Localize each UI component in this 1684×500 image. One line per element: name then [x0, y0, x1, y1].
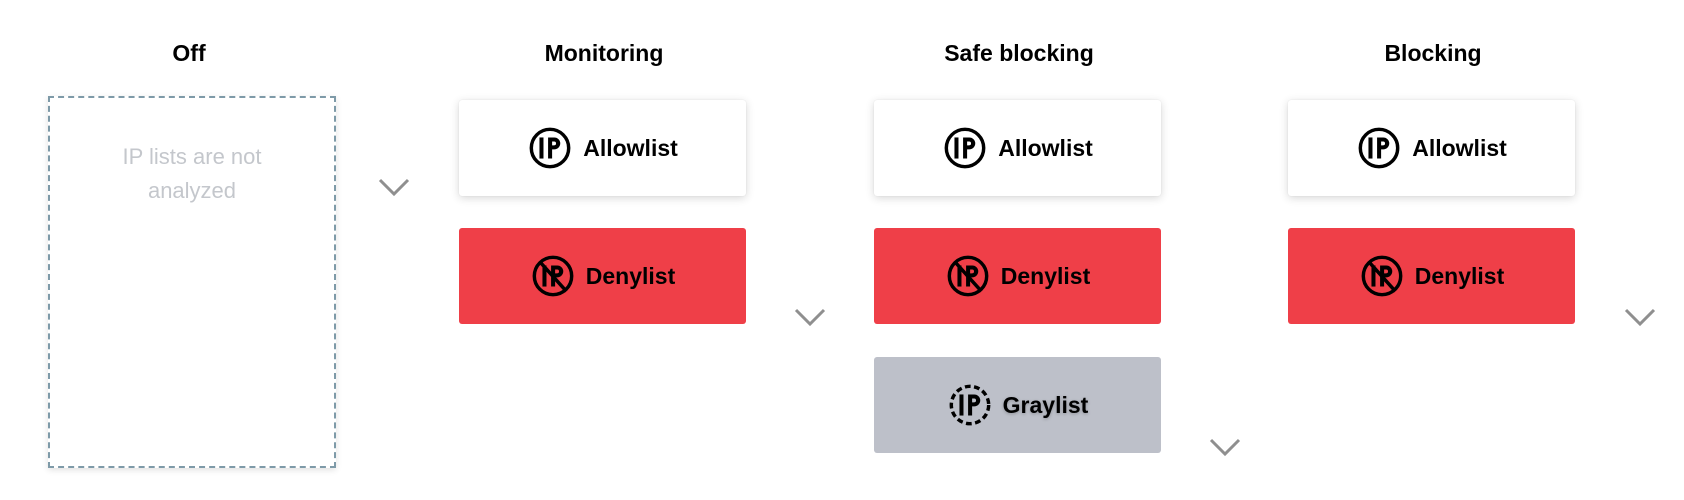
denylist-label: Denylist — [1414, 262, 1505, 289]
allowlist-label: Allowlist — [583, 134, 678, 161]
blocking-denylist-box: Denylist — [1288, 228, 1575, 324]
denylist-label: Denylist — [585, 262, 676, 289]
ip-crossed-circle-icon — [947, 255, 989, 297]
off-arrow — [378, 94, 410, 197]
ip-dashed-circle-icon — [949, 384, 991, 426]
ip-circle-icon — [944, 127, 986, 169]
column-heading-safe-blocking: Safe blocking — [944, 40, 1094, 66]
safe-blocking-graylist-box: Graylist — [874, 357, 1161, 453]
monitoring-allowlist-box: Allowlist — [459, 100, 746, 196]
blocking-allowlist-box: Allowlist — [1288, 100, 1575, 196]
blocking-arrow — [1624, 94, 1656, 327]
ip-crossed-circle-icon — [532, 255, 574, 297]
off-note: IP lists are not analyzed — [122, 144, 262, 203]
ip-circle-icon — [529, 127, 571, 169]
graylist-label: Graylist — [1002, 391, 1089, 418]
ip-circle-icon — [1358, 127, 1400, 169]
ip-crossed-circle-icon — [1361, 255, 1403, 297]
column-heading-monitoring: Monitoring — [544, 40, 664, 66]
column-heading-off: Off — [172, 40, 206, 66]
column-heading-blocking: Blocking — [1384, 40, 1482, 66]
safe-blocking-allowlist-box: Allowlist — [874, 100, 1161, 196]
monitoring-arrow — [794, 94, 826, 327]
off-empty-box: IP lists are not analyzed — [48, 96, 336, 468]
denylist-label: Denylist — [1000, 262, 1091, 289]
safe-blocking-denylist-box: Denylist — [874, 228, 1161, 324]
safe-blocking-arrow — [1209, 94, 1241, 457]
allowlist-label: Allowlist — [998, 134, 1093, 161]
allowlist-label: Allowlist — [1412, 134, 1507, 161]
monitoring-denylist-box: Denylist — [459, 228, 746, 324]
